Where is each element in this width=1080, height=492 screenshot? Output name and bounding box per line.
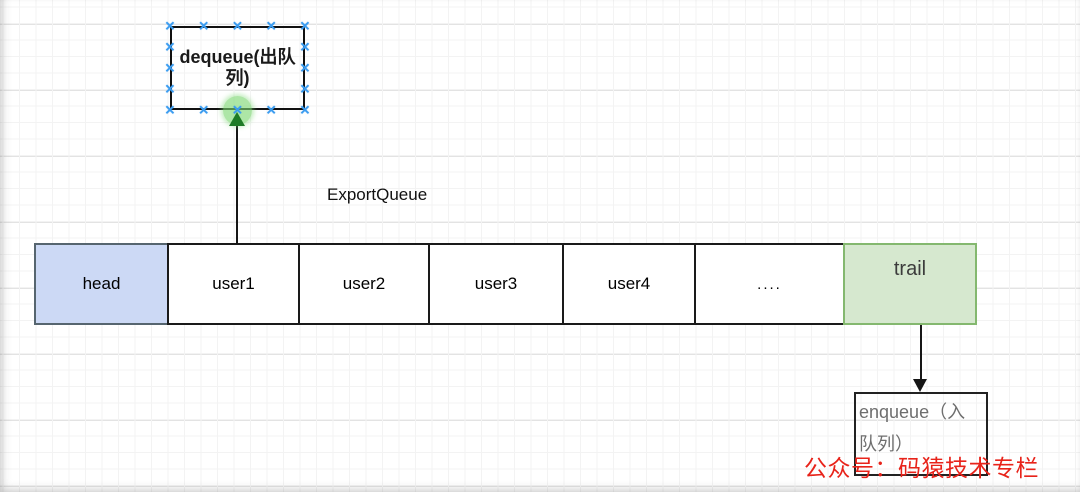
connection-point-icon[interactable]: ✕ — [299, 102, 311, 118]
queue-cell-label: .... — [757, 275, 782, 293]
enqueue-label-line1: enqueue（入 — [859, 402, 966, 422]
queue-cell-user2[interactable]: user2 — [298, 243, 430, 325]
enqueue-arrow-line[interactable] — [919, 325, 922, 383]
connection-point-icon[interactable]: ✕ — [164, 39, 176, 55]
queue-cell-[interactable]: .... — [694, 243, 845, 325]
queue-cell-label: user4 — [607, 274, 651, 293]
arrowhead-up-icon — [229, 112, 245, 126]
queue-cell-label: head — [82, 274, 121, 293]
connection-point-icon[interactable]: ✕ — [265, 18, 277, 34]
export-queue-label: ExportQueue — [327, 185, 428, 204]
connection-point-icon[interactable]: ✕ — [198, 18, 210, 34]
queue-cell-label: trail — [893, 258, 927, 280]
queue-cell-label: user1 — [212, 274, 255, 293]
connection-point-icon[interactable]: ✕ — [164, 60, 176, 76]
connection-point-icon[interactable]: ✕ — [299, 60, 311, 76]
watermark-text: 公众号：码猿技术专栏 — [804, 455, 1039, 481]
queue-cell-user4[interactable]: user4 — [562, 243, 696, 325]
queue-cell-trail[interactable]: trail — [843, 243, 977, 325]
connection-point-icon[interactable]: ✕ — [164, 81, 176, 97]
connection-point-icon[interactable]: ✕ — [232, 102, 243, 118]
queue-cell-label: user3 — [474, 274, 518, 293]
enqueue-label-line2: 队列） — [859, 434, 913, 454]
dequeue-label-line2: 列) — [225, 68, 250, 88]
connection-point-icon[interactable]: ✕ — [299, 39, 311, 55]
connection-point-icon[interactable]: ✕ — [299, 81, 311, 97]
queue-cell-user1[interactable]: user1 — [167, 243, 300, 325]
queue-cell-user3[interactable]: user3 — [428, 243, 564, 325]
enqueue-node[interactable]: enqueue（入 队列） — [854, 392, 988, 476]
queue-cell-head[interactable]: head — [34, 243, 169, 325]
dequeue-label-line1: dequeue(出队 — [179, 47, 296, 67]
queue-row: head user1 user2 user3 user4.... trail — [34, 243, 977, 325]
connection-point-icon[interactable]: ✕ — [232, 18, 243, 34]
dequeue-arrow-line[interactable] — [235, 125, 238, 244]
connection-point-icon[interactable]: ✕ — [164, 102, 176, 118]
queue-cell-label: user2 — [342, 274, 386, 293]
connection-point-icon[interactable]: ✕ — [198, 102, 210, 118]
arrowhead-down-icon — [913, 379, 927, 392]
connection-point-icon[interactable]: ✕ — [164, 18, 176, 34]
connection-point-icon[interactable]: ✕ — [299, 18, 311, 34]
connection-point-icon[interactable]: ✕ — [265, 102, 277, 118]
